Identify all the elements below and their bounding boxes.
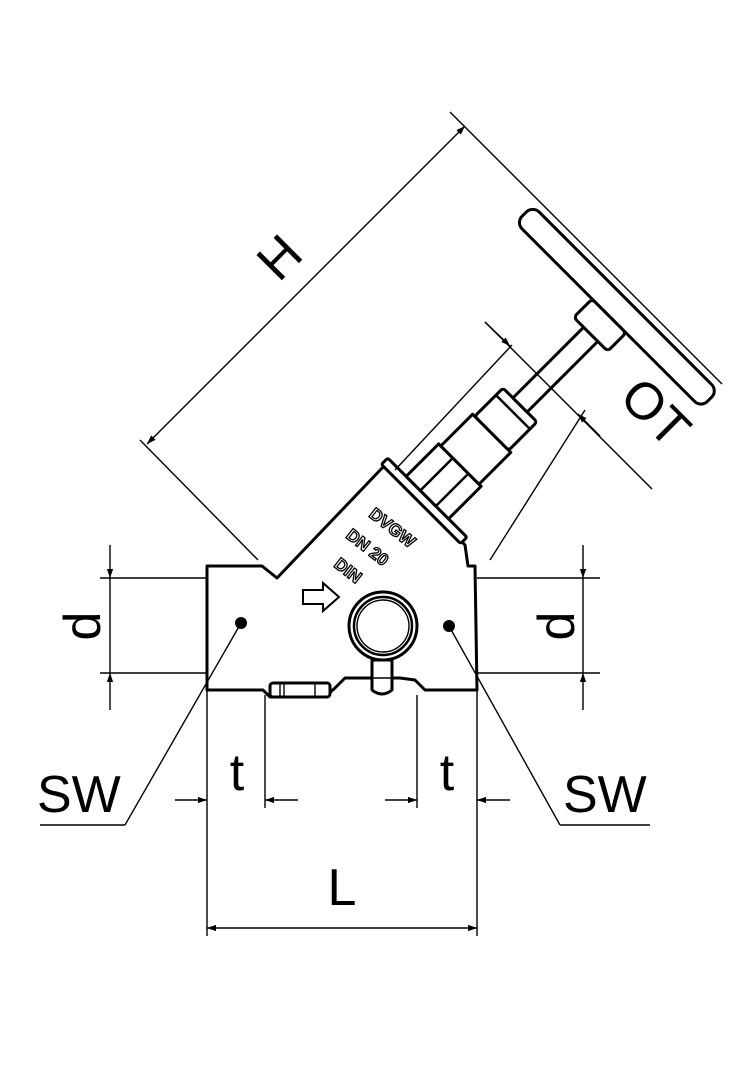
dimension-label-t-left: t xyxy=(230,744,245,802)
dimension-t-left: t xyxy=(175,695,298,808)
dimension-label-h: H xyxy=(246,224,314,292)
flow-direction-arrow-icon xyxy=(302,580,341,614)
dimension-d-right: d xyxy=(528,545,587,710)
dimension-label-t-right: t xyxy=(440,744,455,802)
dimension-label-d-right: d xyxy=(528,612,586,641)
dimension-l: L xyxy=(206,690,478,936)
dimension-label-d-left: d xyxy=(54,612,112,641)
handwheel xyxy=(517,207,716,406)
leader-sw-right: SW xyxy=(448,625,650,826)
bonnet-assembly xyxy=(380,207,716,545)
dimension-label-l: L xyxy=(328,859,357,917)
leader-sw-left: SW xyxy=(37,622,242,826)
dimension-d-left: d xyxy=(54,545,114,710)
pipe-outline-lines xyxy=(100,577,600,674)
dimension-t-right: t xyxy=(385,695,510,808)
bottom-port-detail xyxy=(268,681,332,699)
test-port xyxy=(347,590,419,662)
stem xyxy=(511,325,600,414)
label-sw-left: SW xyxy=(37,766,121,824)
drain-plug xyxy=(370,658,394,696)
label-sw-right: SW xyxy=(563,766,647,824)
